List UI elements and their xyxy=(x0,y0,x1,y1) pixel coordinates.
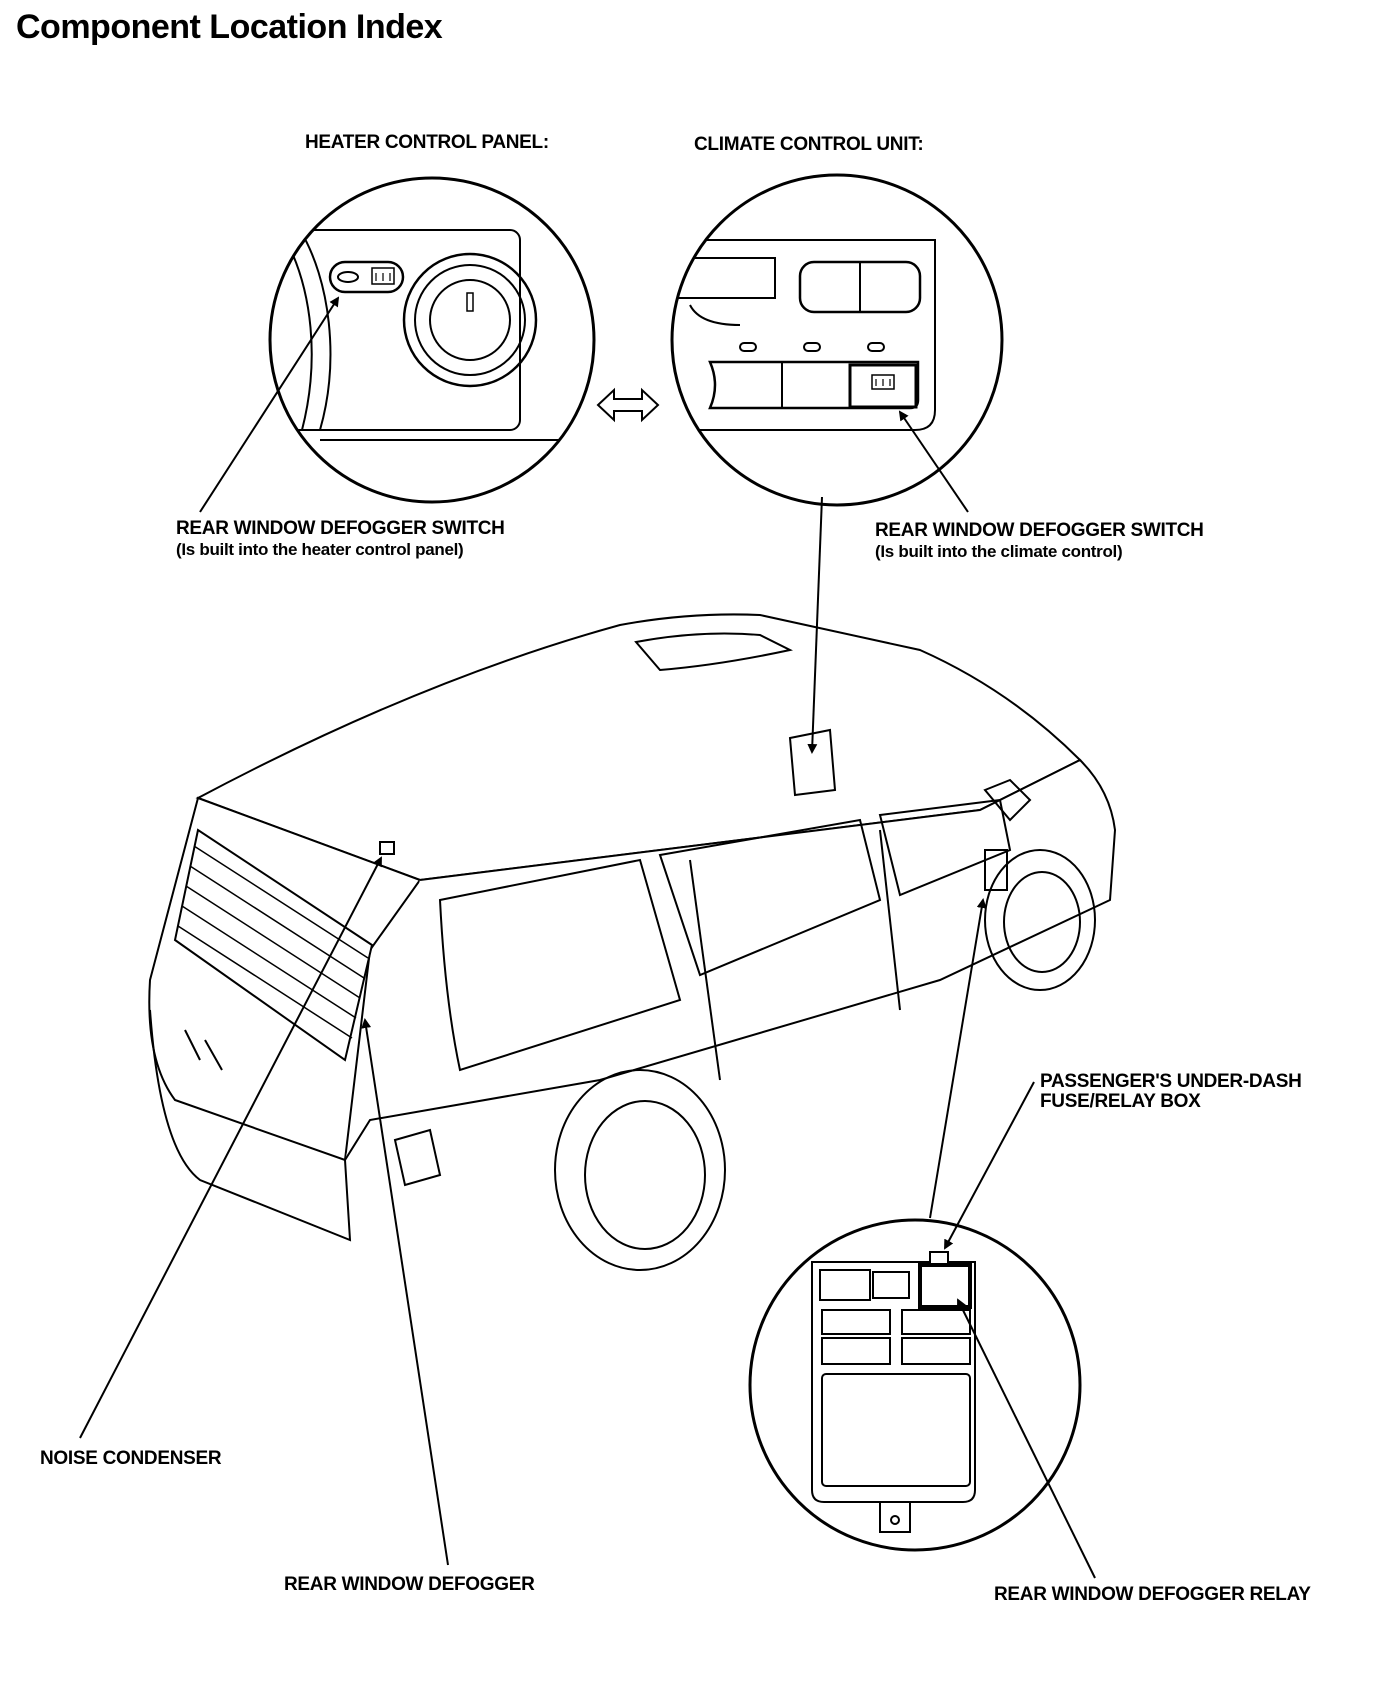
heater-control-panel-label: HEATER CONTROL PANEL: xyxy=(305,132,549,153)
vehicle-illustration xyxy=(149,614,1115,1270)
climate-control-unit-inset xyxy=(640,175,1002,505)
relay-leader xyxy=(957,1298,1095,1578)
climate-defogger-switch-note: (Is built into the climate control) xyxy=(875,542,1123,561)
leader-lines xyxy=(80,296,1095,1578)
fuse-relay-box-label: PASSENGER'S UNDER-DASH FUSE/RELAY BOX xyxy=(1040,1072,1302,1112)
page-title: Component Location Index xyxy=(16,8,443,46)
climate-defogger-switch-title: REAR WINDOW DEFOGGER SWITCH xyxy=(875,520,1204,541)
climate-switch-leader xyxy=(898,410,968,512)
heater-control-panel-inset xyxy=(260,178,594,502)
rear-defogger-leader xyxy=(361,1018,448,1565)
either-or-arrow-icon xyxy=(598,390,658,420)
fuse-relay-box-title: PASSENGER'S UNDER-DASH xyxy=(1040,1071,1302,1092)
fuse-box-leader xyxy=(944,1082,1034,1250)
heater-switch-leader xyxy=(200,296,340,512)
climate-defogger-switch-label: REAR WINDOW DEFOGGER SWITCH (Is built in… xyxy=(875,520,1204,561)
heater-defogger-switch-label: REAR WINDOW DEFOGGER SWITCH (Is built in… xyxy=(176,518,505,559)
noise-condenser-leader xyxy=(80,856,382,1438)
fuse-relay-box-inset xyxy=(750,1220,1080,1550)
rear-window-defogger-relay-label: REAR WINDOW DEFOGGER RELAY xyxy=(994,1584,1311,1605)
fuse-location-leader xyxy=(930,898,987,1218)
heater-defogger-switch-note: (Is built into the heater control panel) xyxy=(176,540,464,559)
noise-condenser-label: NOISE CONDENSER xyxy=(40,1448,222,1469)
rear-window-defogger-label: REAR WINDOW DEFOGGER xyxy=(284,1574,535,1595)
heater-defogger-switch-title: REAR WINDOW DEFOGGER SWITCH xyxy=(176,518,505,539)
climate-control-unit-label: CLIMATE CONTROL UNIT: xyxy=(694,134,924,155)
climate-location-leader xyxy=(807,497,822,754)
fuse-relay-box-subtitle: FUSE/RELAY BOX xyxy=(1040,1091,1201,1112)
